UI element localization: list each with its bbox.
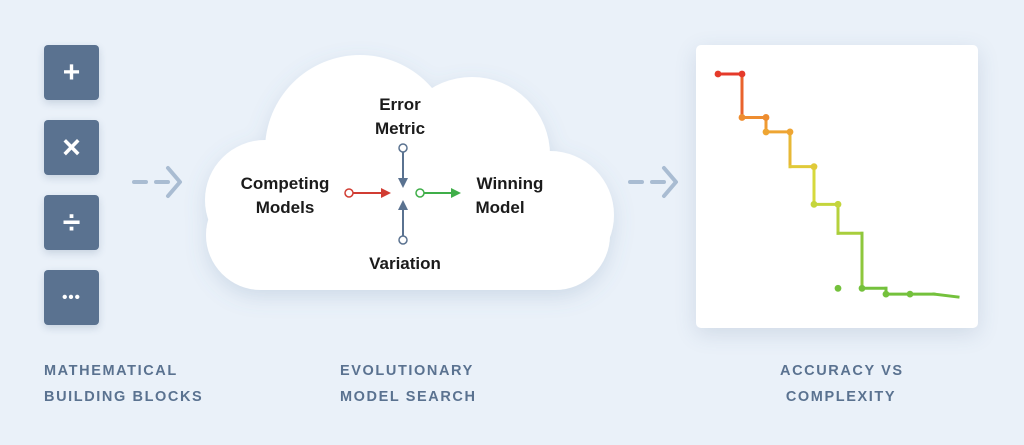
multiply-icon: ×	[62, 129, 81, 165]
more-icon: •••	[62, 289, 81, 306]
step-point	[762, 114, 770, 121]
model-search-caption: EVOLUTIONARY MODEL SEARCH	[340, 358, 477, 410]
competing-models-label-line2: Models	[256, 198, 315, 217]
model-search-caption-line2: MODEL SEARCH	[340, 389, 477, 405]
step-point	[762, 128, 770, 136]
step-point	[738, 114, 746, 121]
accuracy-caption-line2: COMPLEXITY	[785, 389, 897, 405]
flow-arrow-right-icon	[628, 166, 678, 198]
model-search-caption-line1: EVOLUTIONARY	[340, 363, 474, 379]
building-blocks-caption: MATHEMATICAL BUILDING BLOCKS	[44, 358, 203, 410]
step-point	[834, 284, 842, 292]
competing-models-label-line1: Competing	[241, 174, 330, 193]
accuracy-caption-line1: ACCURACY VS	[780, 363, 904, 379]
output-arrow-icon	[415, 188, 461, 198]
divide-block: ÷	[44, 195, 99, 250]
error-metric-label-line1: Error	[379, 95, 421, 114]
accuracy-chart-card	[696, 45, 978, 328]
winning-model-label-line1: Winning	[477, 174, 544, 193]
building-blocks-caption-line2: BUILDING BLOCKS	[44, 389, 204, 405]
winning-model-label-line2: Model	[475, 198, 524, 217]
step-point	[858, 284, 866, 292]
step-point	[810, 200, 818, 208]
step-segment	[932, 292, 960, 299]
accuracy-caption: ACCURACY VS COMPLEXITY	[780, 358, 902, 410]
step-point	[882, 290, 890, 298]
accuracy-step-chart	[714, 70, 960, 299]
flow-arrow-left-icon	[132, 166, 182, 198]
error-metric-label-line2: Metric	[375, 119, 425, 138]
multiply-block: ×	[44, 120, 99, 175]
step-point	[786, 128, 794, 136]
input-arrow-icon	[344, 188, 391, 198]
step-point	[810, 163, 818, 171]
plus-block: +	[44, 45, 99, 100]
plus-icon: +	[62, 55, 81, 89]
divide-icon: ÷	[62, 204, 81, 240]
error-metric-arrow-icon	[398, 143, 408, 188]
step-point	[738, 70, 746, 78]
step-point	[834, 200, 842, 208]
more-block: •••	[44, 270, 99, 325]
step-point	[906, 290, 914, 298]
step-point	[714, 70, 722, 78]
building-blocks-caption-line1: MATHEMATICAL	[44, 363, 178, 379]
variation-arrow-icon	[398, 200, 408, 245]
variation-label: Variation	[369, 254, 441, 273]
